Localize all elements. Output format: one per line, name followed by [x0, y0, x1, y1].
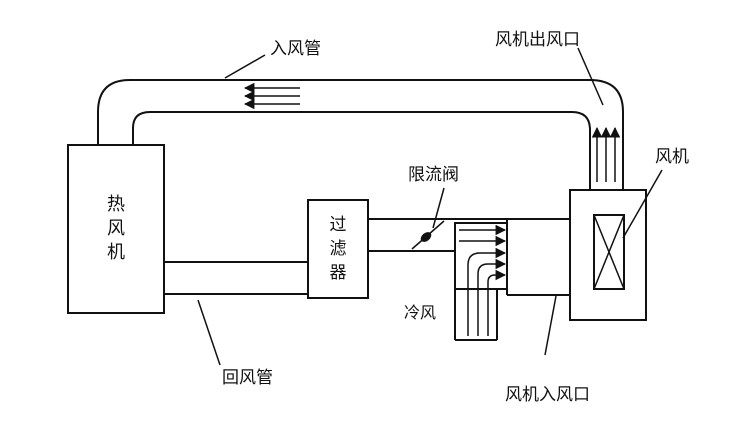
- fan-inlet-leader: [544, 295, 557, 356]
- inlet-duct-outer: [97, 79, 624, 190]
- return-duct-leader: [197, 299, 221, 366]
- filter-label-1: 过: [330, 215, 347, 235]
- cold-air-label: 冷风: [404, 303, 436, 322]
- cold-air-arrow-1: [467, 247, 507, 336]
- hot-air-machine-label-2: 风: [107, 218, 125, 239]
- limit-valve-disc: [420, 232, 432, 242]
- fan-outlet-leader: [577, 47, 604, 106]
- fan-outlet-label: 风机出风口: [495, 30, 580, 50]
- fan-leader: [622, 169, 663, 239]
- filter-label-3: 器: [330, 263, 347, 283]
- mixing-chamber: [454, 222, 508, 290]
- cold-air-arrow-3: [487, 269, 507, 336]
- limit-valve-label: 限流阀: [408, 165, 459, 185]
- limit-valve-leader: [432, 187, 445, 229]
- inlet-duct-label: 入风管: [270, 39, 321, 59]
- hot-air-machine-box: [67, 144, 165, 314]
- hot-air-machine-label-1: 热: [107, 194, 125, 215]
- filter-label-2: 滤: [330, 239, 347, 259]
- return-duct-label: 回风管: [222, 368, 273, 388]
- hot-air-machine-label-3: 机: [107, 242, 125, 263]
- inlet-duct-leader: [224, 54, 266, 79]
- filter-box: [307, 199, 369, 299]
- inlet-duct-inner: [132, 111, 591, 190]
- fan-label: 风机: [655, 147, 689, 167]
- cold-air-arrow-2: [477, 258, 507, 336]
- fan-inlet-label: 风机入风口: [505, 385, 590, 405]
- fan-impeller-cross-2: [593, 214, 625, 290]
